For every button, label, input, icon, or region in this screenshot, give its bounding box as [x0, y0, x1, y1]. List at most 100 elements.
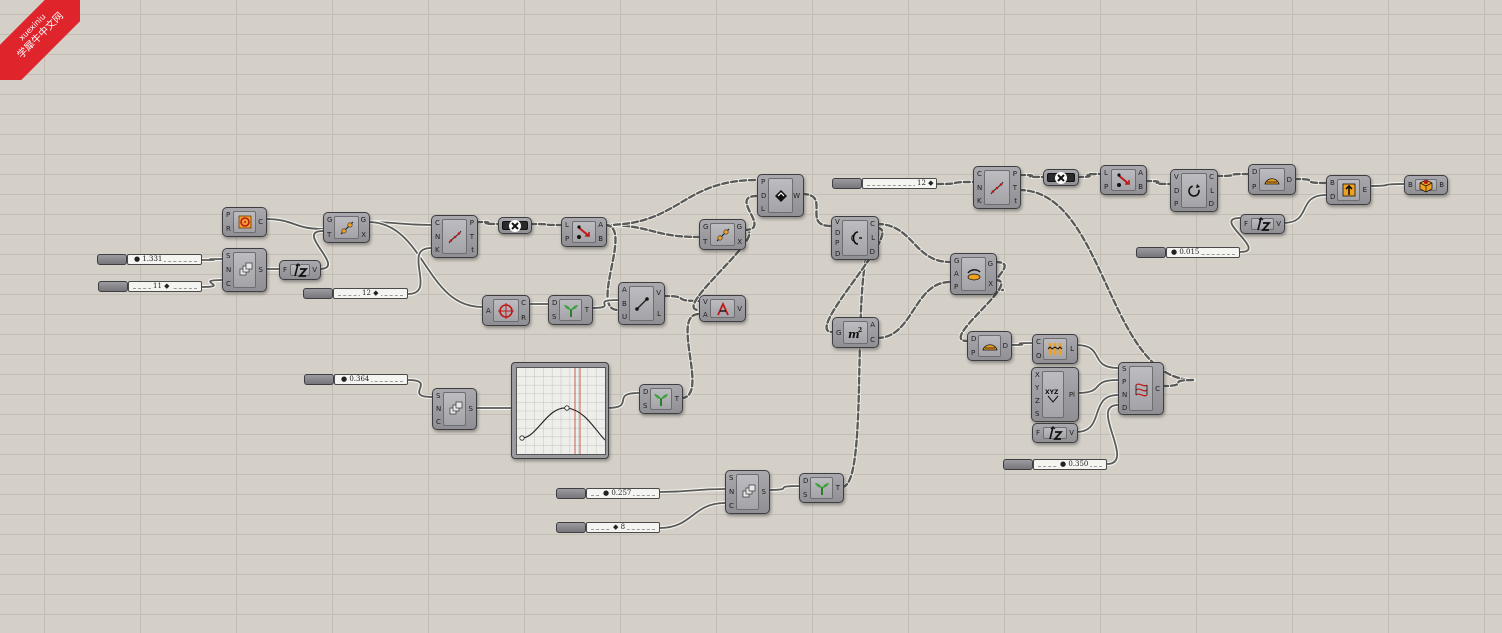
input-param[interactable]: P [1122, 378, 1127, 387]
component-body[interactable] [290, 263, 310, 277]
number-slider-5[interactable]: ● 0.257 [556, 488, 660, 499]
output-param[interactable]: C [258, 218, 263, 226]
input-param[interactable]: S [226, 252, 231, 260]
input-param[interactable]: N [436, 405, 442, 413]
slider-rail[interactable]: ● 1.331 [127, 254, 202, 265]
slider-grip[interactable] [832, 178, 862, 189]
number-slider-9[interactable]: ● 0.350 [1003, 459, 1107, 470]
component-body[interactable] [442, 219, 467, 254]
input-param[interactable]: T [327, 230, 332, 239]
input-param[interactable]: N [226, 266, 232, 274]
output-param[interactable]: S [468, 405, 473, 413]
input-param[interactable]: C [435, 218, 440, 227]
input-param[interactable]: Y [1035, 383, 1040, 392]
input-param[interactable]: A [954, 270, 959, 278]
input-param[interactable]: K [977, 197, 982, 206]
input-param[interactable]: D [1122, 403, 1128, 412]
slider-grip[interactable] [304, 374, 334, 385]
output-param[interactable]: L [1070, 345, 1074, 353]
input-param[interactable]: C [1036, 338, 1041, 346]
input-param[interactable]: D [643, 388, 649, 396]
output-param[interactable]: B [598, 235, 603, 243]
cull-component[interactable] [498, 217, 532, 234]
component-body[interactable] [984, 170, 1010, 205]
slider-rail[interactable]: 11 ◆ [128, 281, 202, 292]
input-param[interactable]: B [1330, 179, 1335, 187]
output-param[interactable]: V [737, 304, 742, 313]
output-param[interactable]: G [987, 260, 993, 268]
output-param[interactable]: V [656, 289, 661, 298]
component-body[interactable] [443, 392, 466, 426]
input-param[interactable]: N [977, 183, 983, 192]
output-param[interactable]: V [1276, 220, 1281, 228]
output-param[interactable]: T [1012, 183, 1017, 192]
input-param[interactable]: S [803, 491, 808, 499]
output-param[interactable]: C [1155, 384, 1160, 393]
component-body[interactable] [1043, 338, 1067, 360]
output-param[interactable]: C [521, 299, 526, 308]
component-body[interactable] [1415, 179, 1437, 193]
component-body[interactable] [493, 299, 519, 322]
input-param[interactable]: P [1174, 200, 1179, 209]
number-slider-8[interactable]: ● 0.015 [1136, 247, 1240, 258]
output-param[interactable]: T [584, 306, 589, 314]
output-param[interactable]: D [1208, 200, 1214, 209]
input-param[interactable]: P [835, 239, 840, 248]
output-param[interactable]: W [793, 191, 800, 200]
component-body[interactable] [1259, 168, 1285, 191]
input-param[interactable]: P [761, 177, 766, 186]
number-slider-4[interactable]: ● 0.364 [304, 374, 408, 385]
input-param[interactable]: K [435, 246, 440, 255]
input-param[interactable]: C [436, 418, 441, 427]
input-param[interactable]: X [1035, 370, 1040, 379]
component-body[interactable] [768, 178, 793, 213]
output-param[interactable]: t [471, 246, 474, 255]
input-param[interactable]: B [622, 299, 627, 308]
input-param[interactable]: G [836, 328, 842, 337]
input-param[interactable]: A [703, 310, 708, 319]
input-param[interactable]: G [703, 223, 709, 232]
component-body[interactable] [1251, 217, 1274, 231]
component-body[interactable] [961, 257, 986, 291]
input-param[interactable]: F [1036, 429, 1041, 437]
slider-grip[interactable] [303, 288, 333, 299]
number-slider-3[interactable]: 12 ◆ [303, 288, 408, 299]
output-param[interactable]: V [1069, 429, 1074, 437]
graph-mapper[interactable] [511, 362, 609, 459]
output-param[interactable]: B [1439, 181, 1444, 189]
component-body[interactable] [233, 252, 256, 288]
component-body[interactable] [650, 388, 672, 410]
input-param[interactable]: C [729, 502, 734, 510]
input-param[interactable]: N [435, 232, 441, 241]
output-param[interactable]: A [870, 321, 875, 330]
component-body[interactable] [233, 211, 256, 233]
output-param[interactable]: C [870, 220, 875, 228]
output-param[interactable]: P [469, 218, 474, 227]
output-param[interactable]: A [1138, 169, 1143, 177]
output-param[interactable]: C [870, 335, 875, 344]
output-param[interactable]: T [674, 395, 679, 403]
input-param[interactable]: F [283, 266, 288, 274]
input-param[interactable]: D [1174, 186, 1180, 195]
input-param[interactable]: A [486, 306, 491, 315]
slider-grip[interactable] [1003, 459, 1033, 470]
input-param[interactable]: S [436, 391, 441, 400]
slider-rail[interactable]: ● 0.364 [334, 374, 408, 385]
component-body[interactable] [1337, 179, 1360, 201]
component-body[interactable]: XYZ [1042, 371, 1064, 418]
component-body[interactable] [978, 335, 1001, 357]
